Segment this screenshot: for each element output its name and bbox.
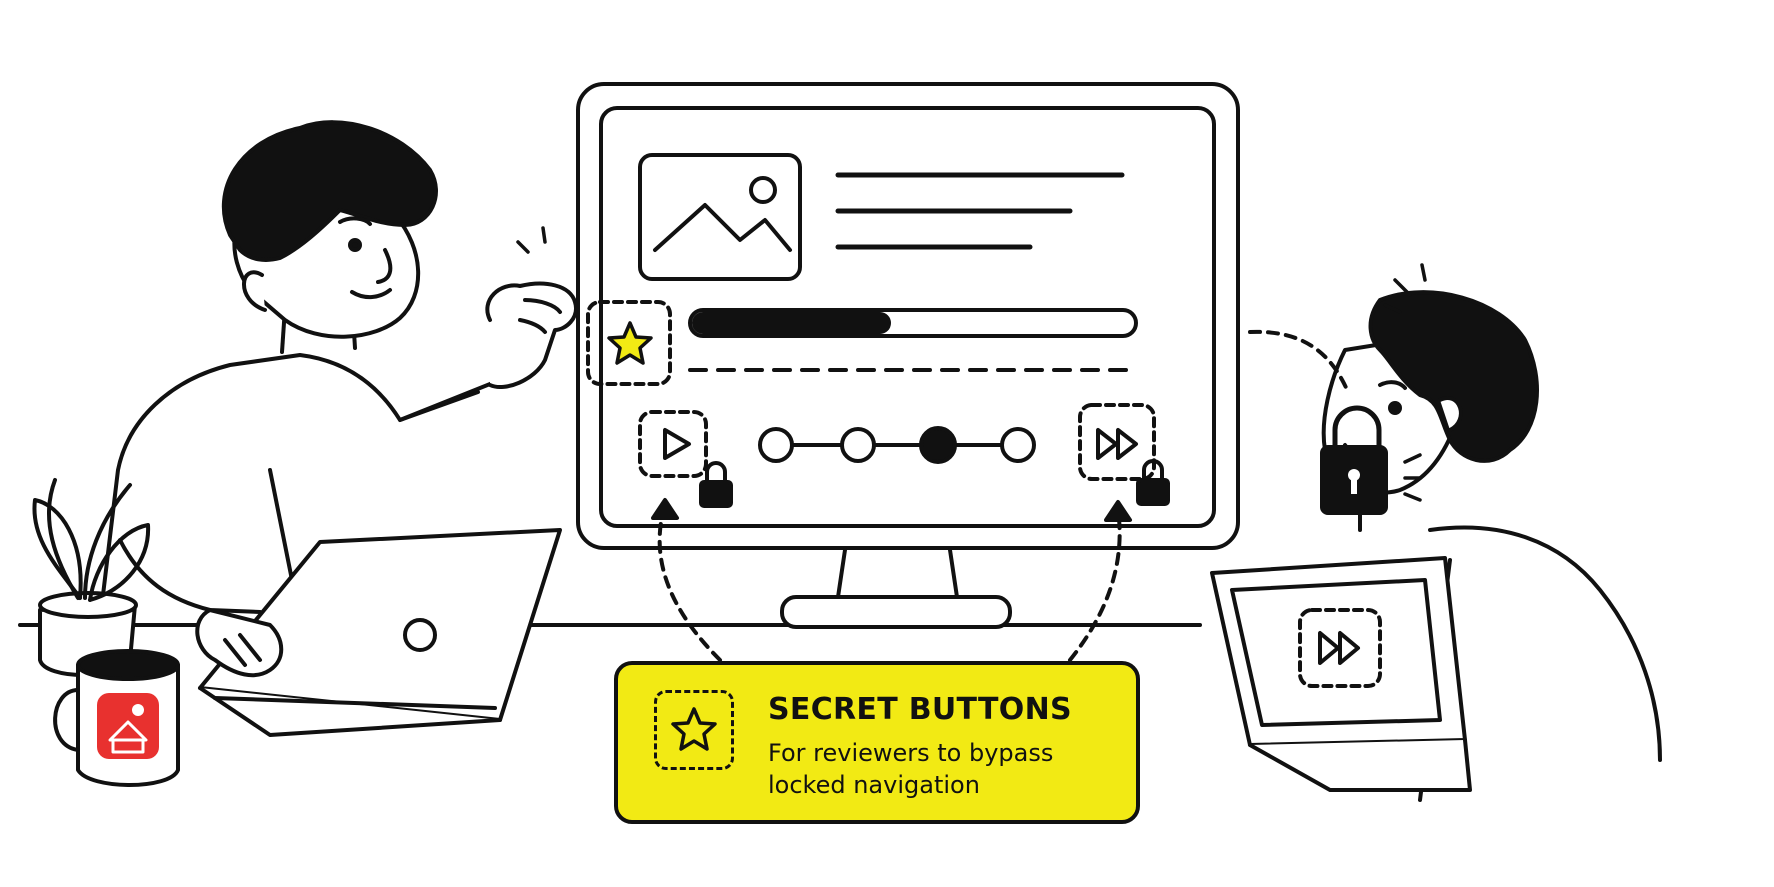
progress-fill [692,312,891,334]
callout-description: For reviewers to bypass locked navigatio… [768,739,1054,799]
dashed-connector [1248,329,1350,394]
star-icon [671,707,717,751]
sparkle-lines [516,226,547,254]
step-dot [1000,427,1036,463]
step-dot [840,427,876,463]
image-placeholder-icon [638,153,802,281]
coffee-mug-icon [53,649,180,787]
arrowhead-icon [1104,500,1132,522]
text-lines [835,172,1125,250]
padlock-icon [1320,405,1388,515]
play-button[interactable] [638,410,708,478]
secret-buttons-callout: SECRET BUTTONS For reviewers to bypass l… [614,661,1140,824]
monitor [576,82,1240,629]
fingers [223,633,262,667]
step-indicator [758,426,1036,464]
laptop-right [1210,556,1472,792]
sparkle-lines [1383,263,1427,314]
dashed-arrow-forward [1068,508,1122,662]
arrowhead-icon [651,498,679,520]
step-dot-active [919,426,957,464]
laptop-fast-forward-button[interactable] [1298,608,1382,688]
lock-icon [699,461,733,508]
padlock-sparkle [1403,453,1422,502]
reviewer-person-left [98,120,578,622]
mug-logo [97,693,159,759]
callout-star-button [654,690,734,770]
progress-bar [688,308,1138,338]
fast-forward-button[interactable] [1078,403,1156,481]
lock-icon [1136,459,1170,506]
dashed-arrow-play [657,506,722,662]
star-button[interactable] [586,300,672,386]
step-dot [758,427,794,463]
callout-title: SECRET BUTTONS [768,692,1072,727]
laptop-left [198,528,562,737]
